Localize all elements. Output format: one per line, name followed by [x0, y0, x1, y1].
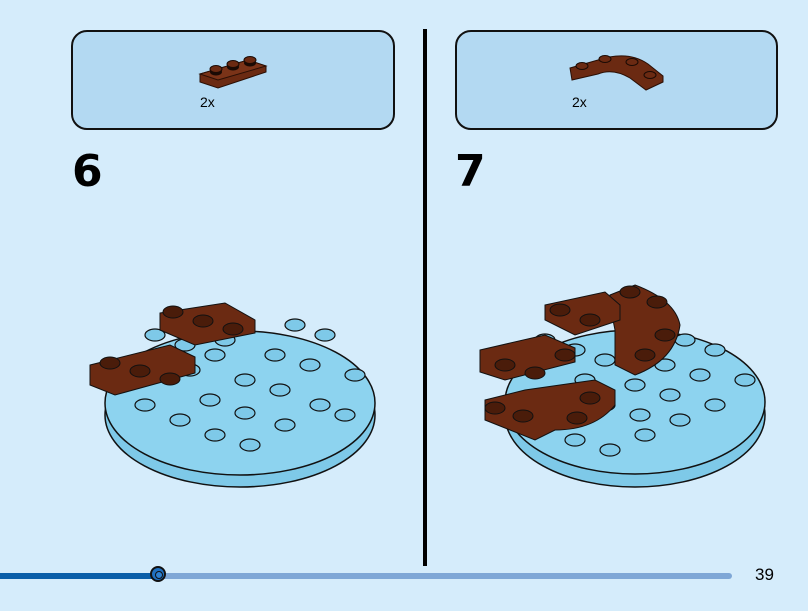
step-number: 7: [455, 146, 486, 197]
step-divider: [423, 29, 427, 566]
parts-callout-step-7: [455, 30, 778, 130]
progress-fill: [0, 573, 160, 579]
part-quantity: 2x: [200, 94, 215, 110]
step-number: 6: [72, 146, 103, 197]
model-step-7-illustration: [479, 284, 766, 488]
progress-indicator-icon: [150, 566, 166, 582]
brick-plate-1x3-icon: [198, 56, 268, 89]
model-step-6-illustration: [89, 302, 376, 488]
part-quantity: 2x: [572, 94, 587, 110]
progress-track: [0, 573, 732, 579]
brick-curved-plate-icon: [569, 55, 664, 91]
page-number: 39: [755, 565, 774, 584]
